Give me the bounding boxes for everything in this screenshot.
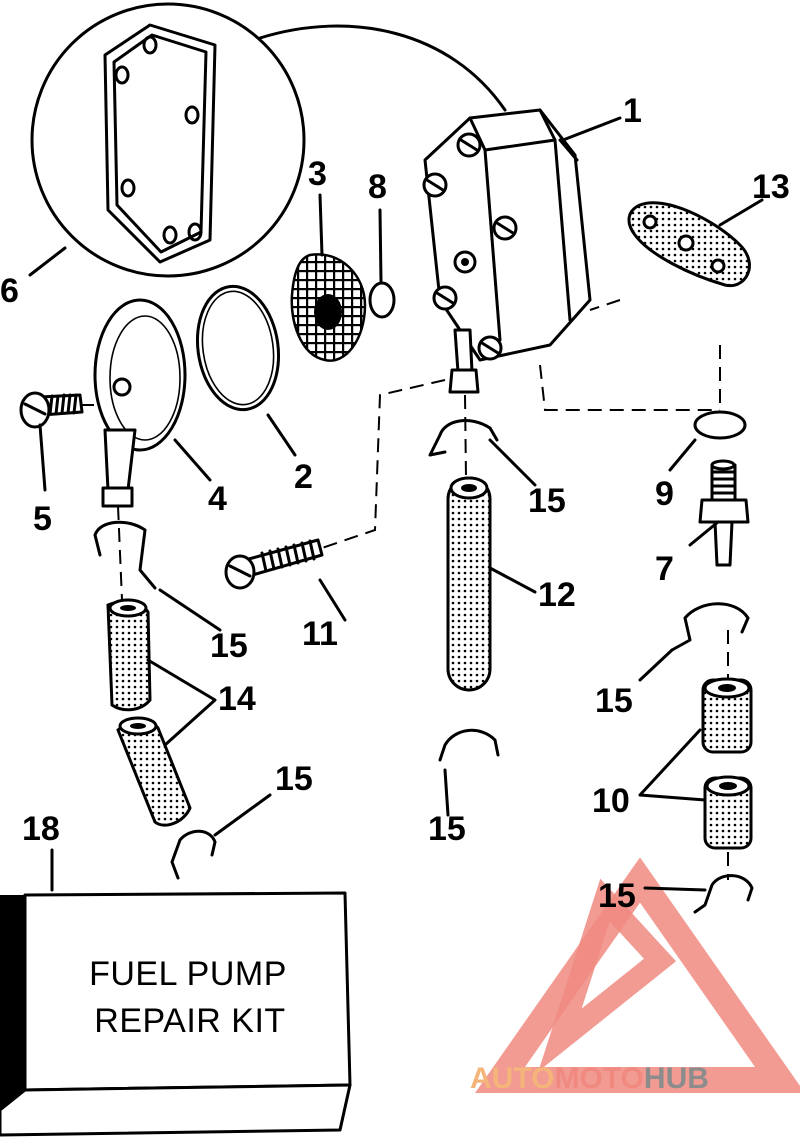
callout-7: 7 <box>655 550 674 588</box>
gasket-zoom-view <box>30 2 507 278</box>
kit-label-line1: FUEL PUMP <box>89 955 287 993</box>
watermark-logo <box>475 857 800 1093</box>
callout-15-f: 15 <box>598 877 636 915</box>
callout-15-b: 15 <box>210 627 248 665</box>
callout-12: 12 <box>538 576 576 614</box>
watermark-text: AUTOMOTOHUB <box>470 1062 709 1095</box>
callout-15-e: 15 <box>428 810 466 848</box>
fuel-hose-pieces <box>106 598 192 827</box>
fuel-pump-body <box>422 108 592 394</box>
watermark-hub: HUB <box>644 1062 709 1095</box>
callout-5: 5 <box>33 500 52 538</box>
callout-10: 10 <box>592 782 630 820</box>
callout-15-c: 15 <box>595 682 633 720</box>
watermark-triangle-inner <box>538 878 677 1072</box>
pump-cover <box>93 298 187 508</box>
repair-kit-box: FUEL PUMP REPAIR KIT <box>0 891 352 1137</box>
callout-11: 11 <box>302 615 338 653</box>
callout-3: 3 <box>308 155 327 193</box>
callout-15-d: 15 <box>275 760 313 798</box>
mounting-gasket <box>627 201 751 288</box>
long-screw <box>224 538 324 590</box>
svg-text:AUTOMOTOHUB: AUTOMOTOHUB <box>470 1062 709 1095</box>
callout-14: 14 <box>218 680 256 718</box>
kit-label-line2: REPAIR KIT <box>94 1002 285 1040</box>
callout-6: 6 <box>0 272 19 310</box>
cover-screw <box>19 391 84 429</box>
callout-8: 8 <box>368 168 387 206</box>
sealing-washer <box>693 410 747 440</box>
leader-lines <box>28 116 764 892</box>
o-ring-small <box>368 281 396 319</box>
callout-9: 9 <box>655 475 674 513</box>
callout-2: 2 <box>294 458 313 496</box>
callout-18: 18 <box>22 810 60 848</box>
hose-clamps <box>93 419 754 914</box>
diaphragm-o-ring <box>195 284 281 412</box>
callout-1: 1 <box>623 92 642 130</box>
callout-13: 13 <box>752 168 790 206</box>
fuel-hose-short-pieces <box>701 677 753 850</box>
assembly-lines <box>80 299 729 880</box>
watermark-moto: MOTO <box>554 1062 643 1095</box>
watermark-auto: AUTO <box>470 1062 554 1095</box>
callout-15-a: 15 <box>528 482 566 520</box>
fuel-filter <box>446 476 492 692</box>
callout-numbers: 1 3 8 13 6 2 4 5 9 15 7 12 11 15 14 15 1… <box>0 92 790 915</box>
hose-fitting <box>698 459 750 567</box>
filter-screen <box>290 253 367 362</box>
callout-4: 4 <box>208 480 227 518</box>
